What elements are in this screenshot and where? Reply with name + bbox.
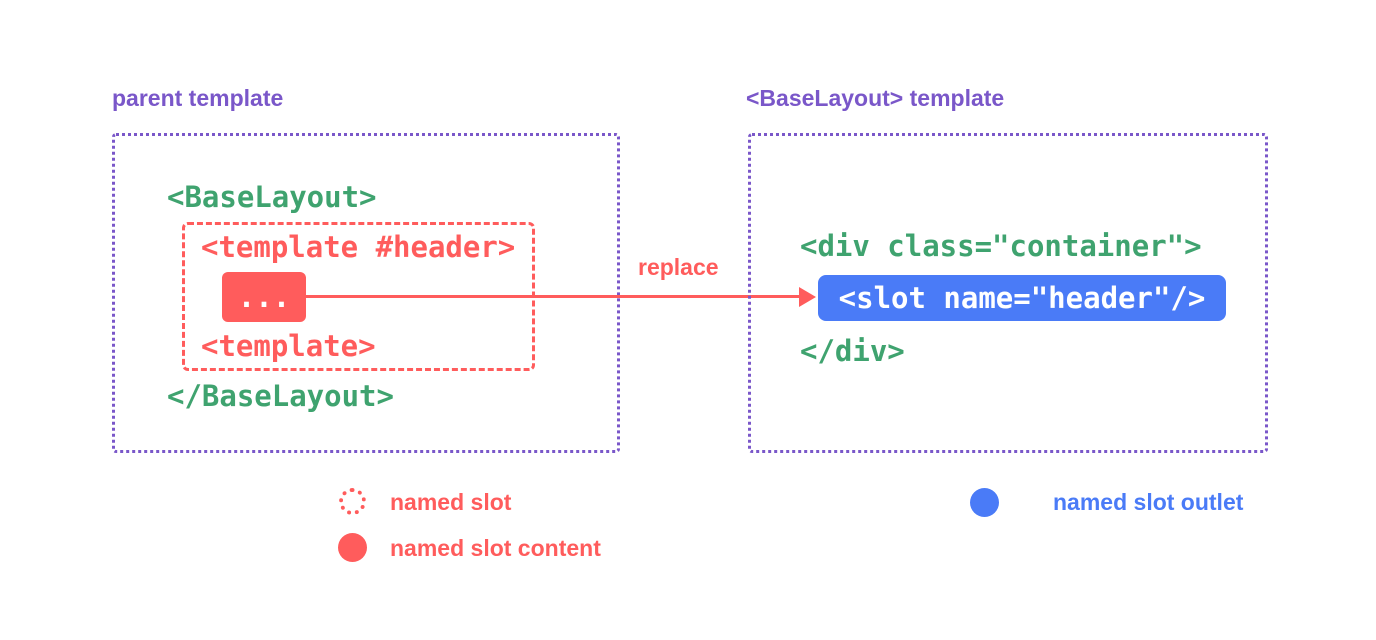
div-container-open-tag: <div class="container"> (800, 229, 1202, 263)
baselayout-template-title: <BaseLayout> template (746, 85, 1005, 111)
named-slot-outlet-legend-icon (970, 488, 999, 517)
named-slot-outlet-legend-label: named slot outlet (1053, 489, 1244, 515)
baselayout-open-tag: <BaseLayout> (167, 180, 377, 214)
template-close-tag: <template> (201, 329, 376, 363)
div-close-tag: </div> (800, 334, 905, 368)
baselayout-close-tag: </BaseLayout> (167, 379, 394, 413)
named-slot-content-box: ... (222, 272, 306, 322)
named-slot-legend-icon (339, 488, 366, 515)
named-slot-legend-label: named slot (390, 489, 512, 515)
parent-template-title: parent template (112, 85, 284, 111)
named-slot-content-legend-icon (338, 533, 367, 562)
parent-template-box (112, 133, 620, 453)
replace-arrow-line (306, 295, 800, 298)
named-slot-content-legend-label: named slot content (390, 535, 601, 561)
replace-arrow-label: replace (638, 254, 719, 280)
template-header-open-tag: <template #header> (201, 230, 516, 264)
named-slot-outlet-box: <slot name="header"/> (818, 275, 1226, 321)
replace-arrow-head-icon (799, 287, 816, 307)
baselayout-template-box (748, 133, 1268, 453)
